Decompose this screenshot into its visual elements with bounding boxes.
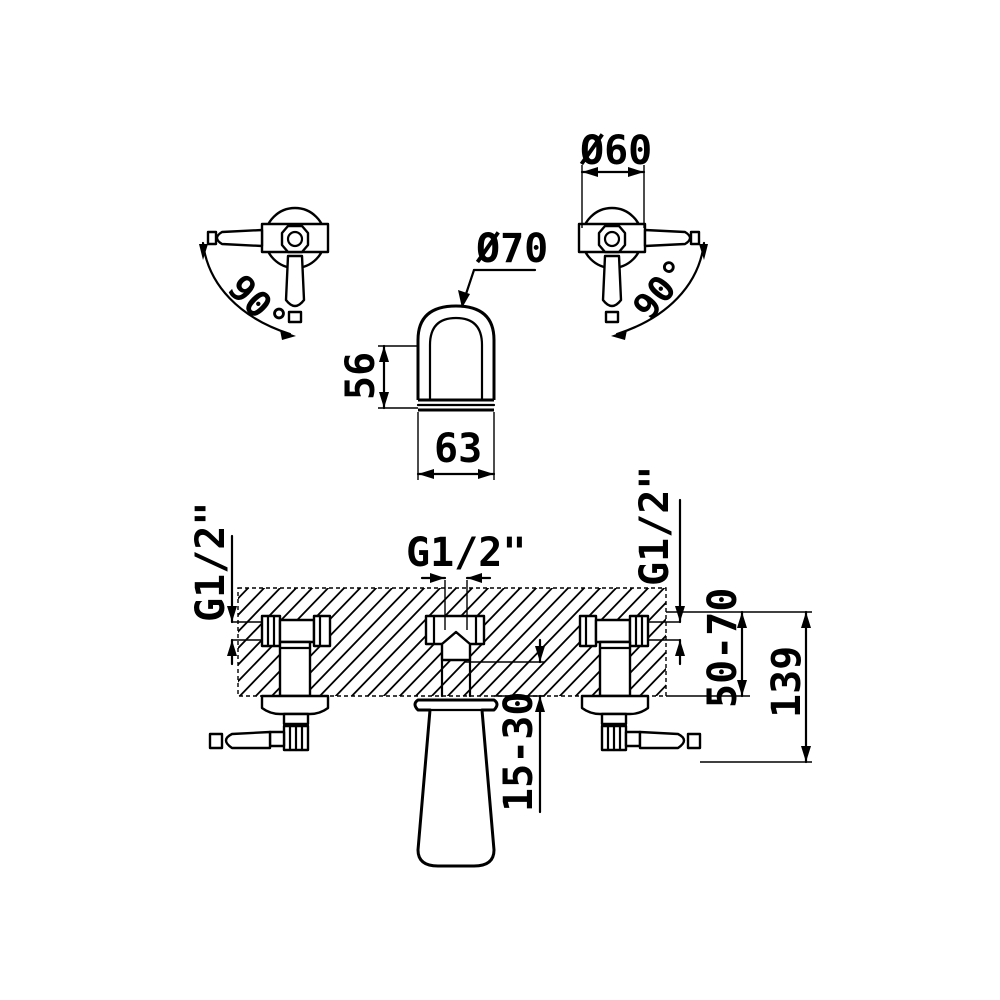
spout-width-label: 63 [434, 426, 482, 472]
left-thread-dimension [227, 534, 262, 666]
right-thread-label: G1/2" [632, 466, 678, 586]
hatch-line [350, 588, 458, 696]
left-handle-top-view [199, 206, 330, 340]
spout-diameter-leader [458, 268, 537, 308]
left-valve-body [208, 614, 332, 752]
right-handle-top-view [577, 206, 708, 340]
hatch-line [510, 588, 618, 696]
hatch-line [446, 588, 554, 696]
right-valve-body [578, 614, 702, 752]
handle-diameter-dimension [580, 165, 646, 228]
total-projection-dimension [700, 610, 812, 764]
handle-diameter-label: Ø60 [579, 128, 652, 174]
spout-top-view [416, 304, 496, 412]
spout-offset-dimension [464, 638, 545, 814]
hatch-line [238, 588, 266, 617]
total-projection-label: 139 [764, 646, 810, 718]
spout-width-dimension [416, 412, 496, 480]
hatch-line [638, 667, 666, 696]
center-thread-dimension [420, 573, 492, 630]
hatch-line [462, 588, 570, 696]
wall-depth-dimension [666, 610, 750, 698]
left-thread-label: G1/2" [188, 502, 234, 622]
hatch-line [302, 588, 410, 696]
hatch-line [238, 588, 298, 650]
right-thread-dimension [648, 498, 685, 666]
spout-offset-label: 15-30 [496, 692, 542, 812]
hatch-line [478, 588, 586, 696]
spout-diameter-label: Ø70 [475, 226, 548, 272]
spout-height-dimension [378, 344, 418, 410]
center-spout-body [413, 614, 499, 868]
hatch-line [238, 588, 282, 633]
hatch-line [366, 588, 474, 696]
hatch-line [494, 588, 602, 696]
hatch-line [238, 588, 314, 667]
spout-height-label: 56 [338, 352, 384, 400]
wall-depth-label: 50-70 [700, 588, 746, 708]
hatch-line [318, 588, 426, 696]
center-thread-label: G1/2" [406, 530, 526, 576]
right-rotation-label: 90° [625, 252, 698, 328]
hatch-line [334, 588, 442, 696]
hatch-line [622, 651, 666, 696]
